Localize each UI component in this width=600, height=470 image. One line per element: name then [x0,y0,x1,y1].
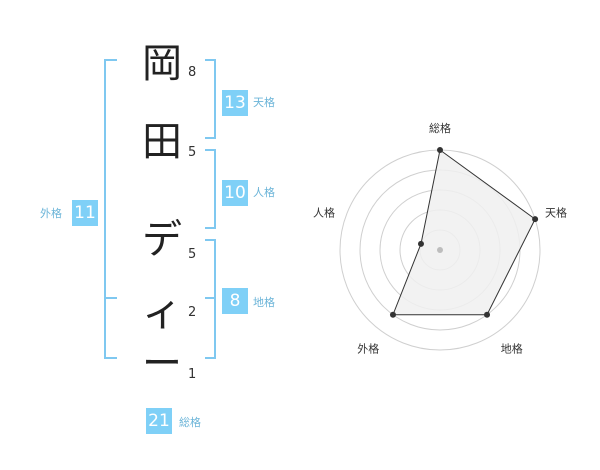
chikaku-badge: 8 [222,288,248,314]
soukaku-label: 総格 [179,416,201,429]
radar-axis-label-1: 総格 [429,121,451,135]
radar-center [437,247,443,253]
tenkaku-bracket [205,59,216,139]
stroke-count-5: 1 [188,367,197,382]
jinkaku-badge: 10 [222,180,248,206]
radar-axis-label-3: 地格 [501,342,523,356]
tenkaku-badge: 13 [222,90,248,116]
stroke-count-2: 5 [188,145,197,160]
radar-point-5 [417,240,424,247]
radar-axis-label-2: 天格 [545,205,567,219]
jinkaku-bracket [205,149,216,229]
radar-polygon [392,149,536,316]
name-char-4: ィ [142,289,182,335]
radar-point-3 [484,311,491,318]
stroke-count-3: 5 [188,247,197,262]
name-char-2: 田 [142,119,182,165]
name-char-5: ー [142,341,182,387]
radar-point-4 [389,311,396,318]
radar-axis-label-4: 外格 [357,342,379,356]
radar-point-2 [532,216,539,223]
radar-point-1 [437,147,443,153]
soukaku-badge: 21 [146,408,172,434]
tenkaku-label: 天格 [253,96,275,109]
gaikaku-badge: 11 [72,200,98,226]
name-char-1: 岡 [142,41,182,87]
gaikaku-bracket [104,59,117,359]
chikaku-label: 地格 [253,296,275,309]
name-char-3: デ [142,217,182,263]
stroke-count-1: 8 [188,65,197,80]
gaikaku-label: 外格 [40,207,62,220]
radar-axis-label-5: 人格 [313,205,335,219]
jinkaku-label: 人格 [253,186,275,199]
stroke-count-4: 2 [188,305,197,320]
